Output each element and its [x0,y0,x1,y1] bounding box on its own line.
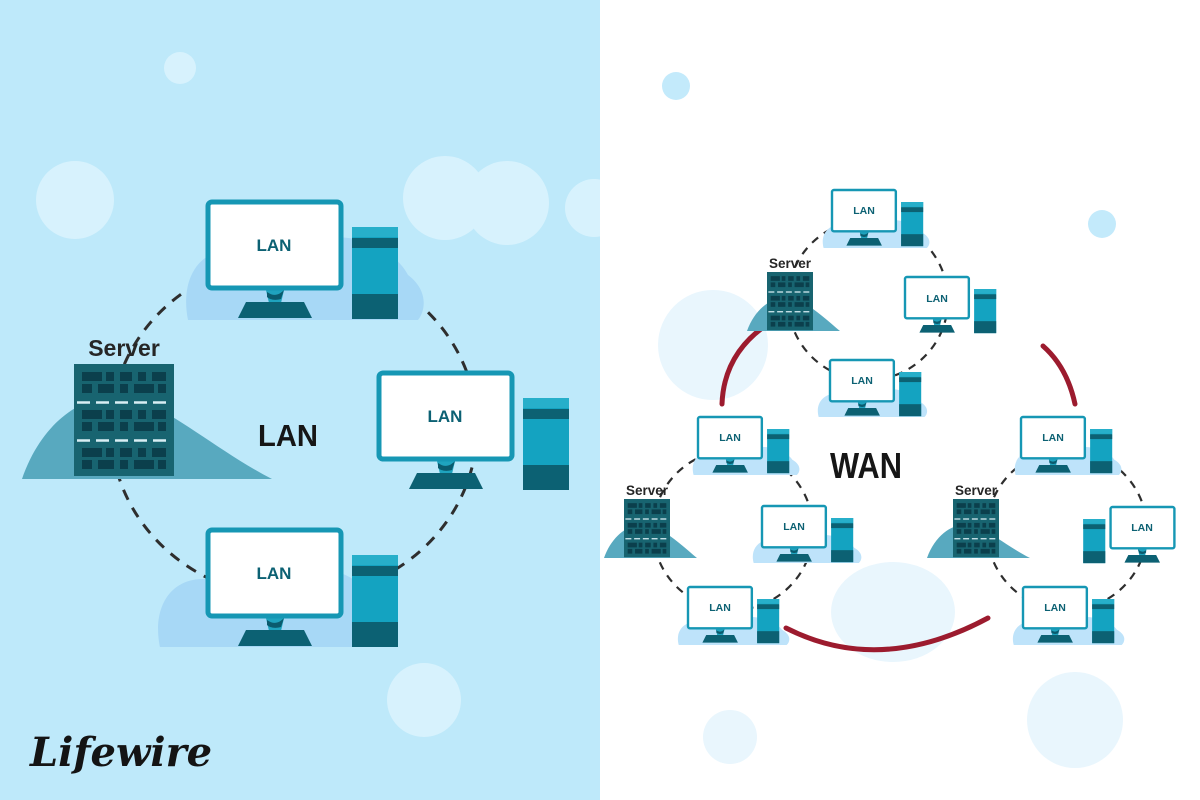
server-rack-icon [767,272,813,330]
monitor-screen-label: LAN [709,602,731,614]
monitor-screen-label: LAN [1042,432,1064,444]
wan-cluster-top: LAN Server LAN LAN [747,188,998,418]
cluster-server: Server [604,483,697,558]
monitor-screen-label: LAN [926,293,948,305]
wan-cluster-bottom-left: LAN Server LAN LAN [604,415,862,645]
monitor-screen-label: LAN [853,205,875,217]
cluster-computer-bottom: LAN [817,358,928,418]
cluster-computer-bottom: LAN [1012,585,1125,645]
cluster-computer-right: LAN [903,275,998,335]
wan-link-bottom [783,615,991,653]
monitor-screen-label: LAN [1131,522,1153,534]
decorative-circle [831,562,955,662]
wan-panel: LAN Server LAN LAN LAN [600,0,1200,800]
decorative-circle [465,161,549,245]
lan-computer-bottom: LAN [158,530,398,647]
lan-computer-top: LAN [186,202,424,320]
server-rack-icon [74,364,174,476]
wan-cluster-bottom-right: LAN Server LAN LAN [927,415,1176,645]
server-label: Server [88,335,160,361]
cluster-computer-bottom: LAN [677,585,790,645]
decorative-circles-left [36,52,600,737]
decorative-circle [703,710,757,764]
cluster-computer-top: LAN [1014,415,1122,475]
monitor-screen-label: LAN [428,407,463,426]
decorative-circle [403,156,487,240]
decorative-circle [565,179,600,237]
decorative-circle [1088,210,1116,238]
decorative-circle [658,290,768,400]
lan-title: LAN [258,418,318,453]
monitor-screen-label: LAN [719,432,741,444]
decorative-circle [1027,672,1123,768]
cluster-computer-right: LAN [1082,505,1176,565]
decorative-circle [36,161,114,239]
monitor-screen-label: LAN [783,521,805,533]
cluster-server: Server [927,483,1030,558]
server-label: Server [769,256,812,271]
decorative-circle [387,663,461,737]
wan-title: WAN [830,445,902,486]
lifewire-logo: Lifewire [29,729,212,776]
monitor-screen-label: LAN [257,564,292,583]
cluster-computer-top: LAN [822,188,930,248]
cluster-computer-right: LAN [752,504,862,564]
server-label: Server [626,483,669,498]
decorative-circle [164,52,196,84]
lan-panel: LAN LAN LAN Server LAN Lifewire [0,0,600,800]
wan-link-right [1040,343,1078,407]
decorative-circle [662,72,690,100]
monitor-screen-label: LAN [851,375,873,387]
server-rack-icon [953,499,999,557]
cluster-computer-top: LAN [692,415,800,475]
monitor-screen-label: LAN [1044,602,1066,614]
decorative-circles-right [658,72,1123,768]
cluster-server: Server [747,256,840,331]
server-label: Server [955,483,998,498]
lan-computer-right: LAN [379,373,569,490]
monitor-screen-label: LAN [257,236,292,255]
server-rack-icon [624,499,670,557]
lan-server: Server [22,335,272,479]
